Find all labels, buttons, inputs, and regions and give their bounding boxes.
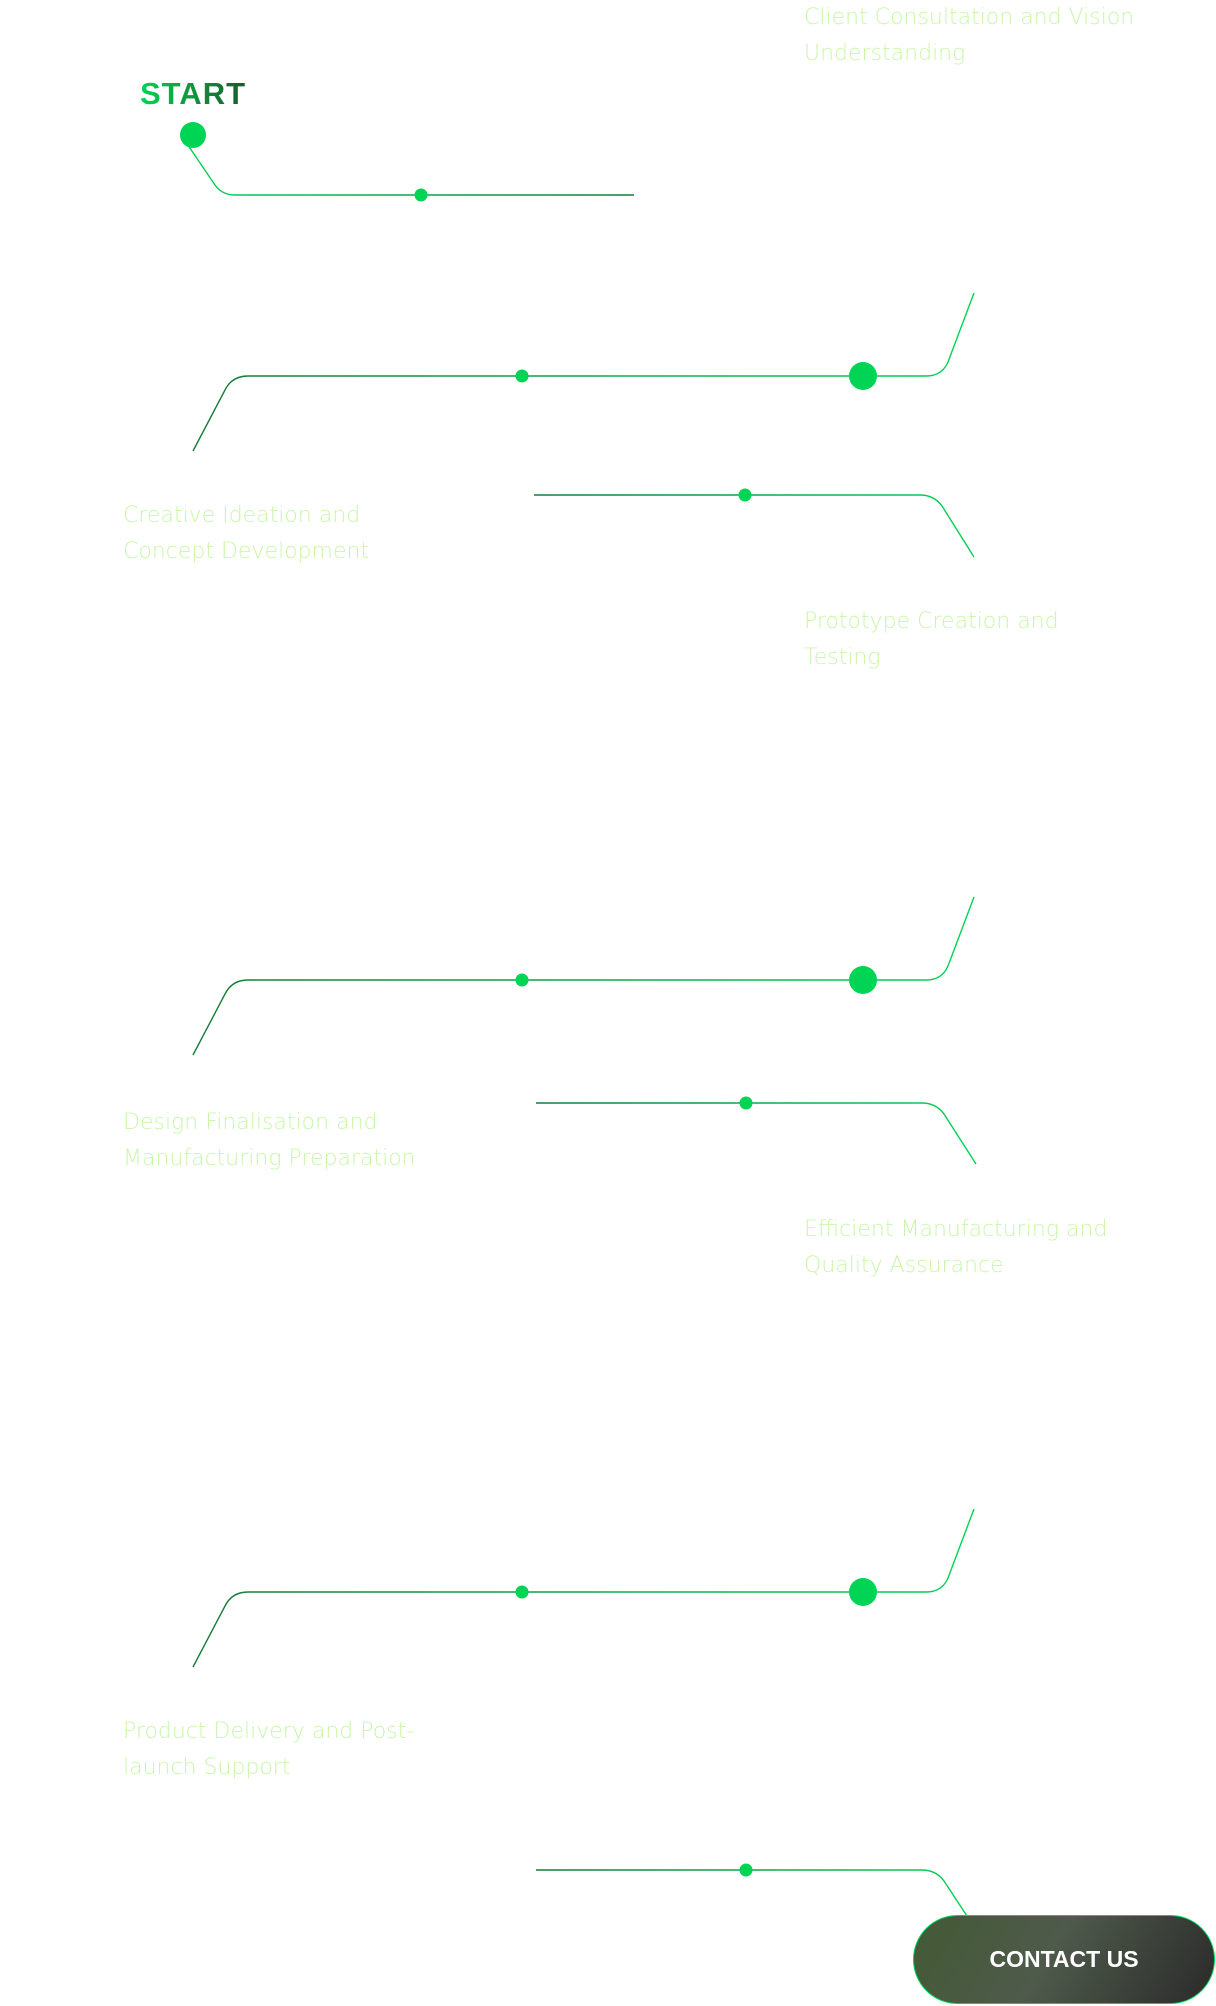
connector-6 [192,1508,975,1668]
step-2-title: Creative Ideation and Concept Developmen… [123,503,370,564]
step-3-title: Prototype Creation and Testing [804,609,1059,670]
step-5-title: Efficient Manufacturing and Quality Assu… [804,1217,1108,1278]
connector-1 [180,134,634,196]
contact-us-button[interactable]: CONTACT US [913,1915,1215,2004]
start-node [180,122,206,148]
connector-2 [192,292,975,452]
step-node [849,362,877,390]
node-dot [738,488,752,502]
start-label: START [140,76,247,111]
node-dot [739,1863,753,1877]
step-1-title: Client Consultation and Vision Understan… [804,5,1135,66]
connector-5 [536,1102,977,1165]
connector-7 [536,1869,968,1917]
step-4-title: Design Finalisation and Manufacturing Pr… [123,1110,416,1171]
node-dot [414,188,428,202]
connector-3 [534,494,975,558]
step-node [849,966,877,994]
node-dot [515,973,529,987]
node-dot [739,1096,753,1110]
step-node [849,1578,877,1606]
node-dot [515,369,529,383]
node-dot [515,1585,529,1599]
connector-4 [192,896,975,1056]
step-6-title: Product Delivery and Post-launch Support [123,1719,415,1780]
